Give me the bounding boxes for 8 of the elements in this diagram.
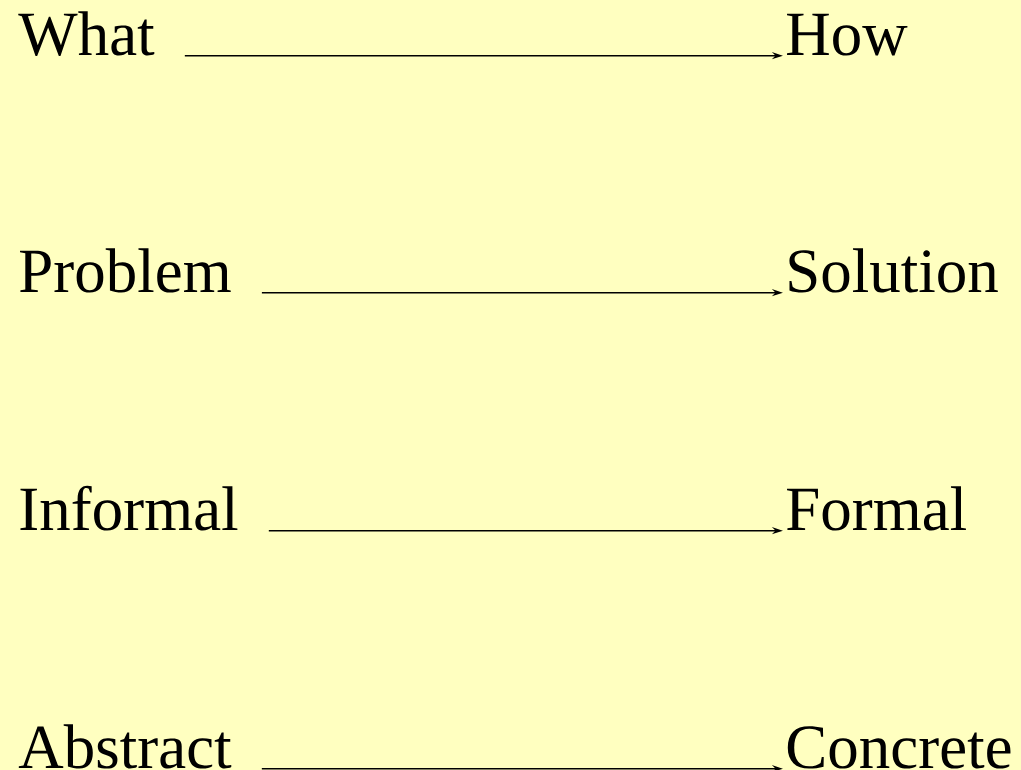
term-label: Abstract: [18, 724, 232, 769]
term-label: Informal: [20, 485, 238, 531]
term-label: How: [787, 13, 908, 56]
term-label: Formal: [787, 486, 966, 531]
term-label: Solution: [789, 248, 998, 293]
term-label: Concrete: [787, 726, 1011, 769]
term-label: What: [18, 11, 155, 56]
term-label: Problem: [20, 248, 231, 293]
